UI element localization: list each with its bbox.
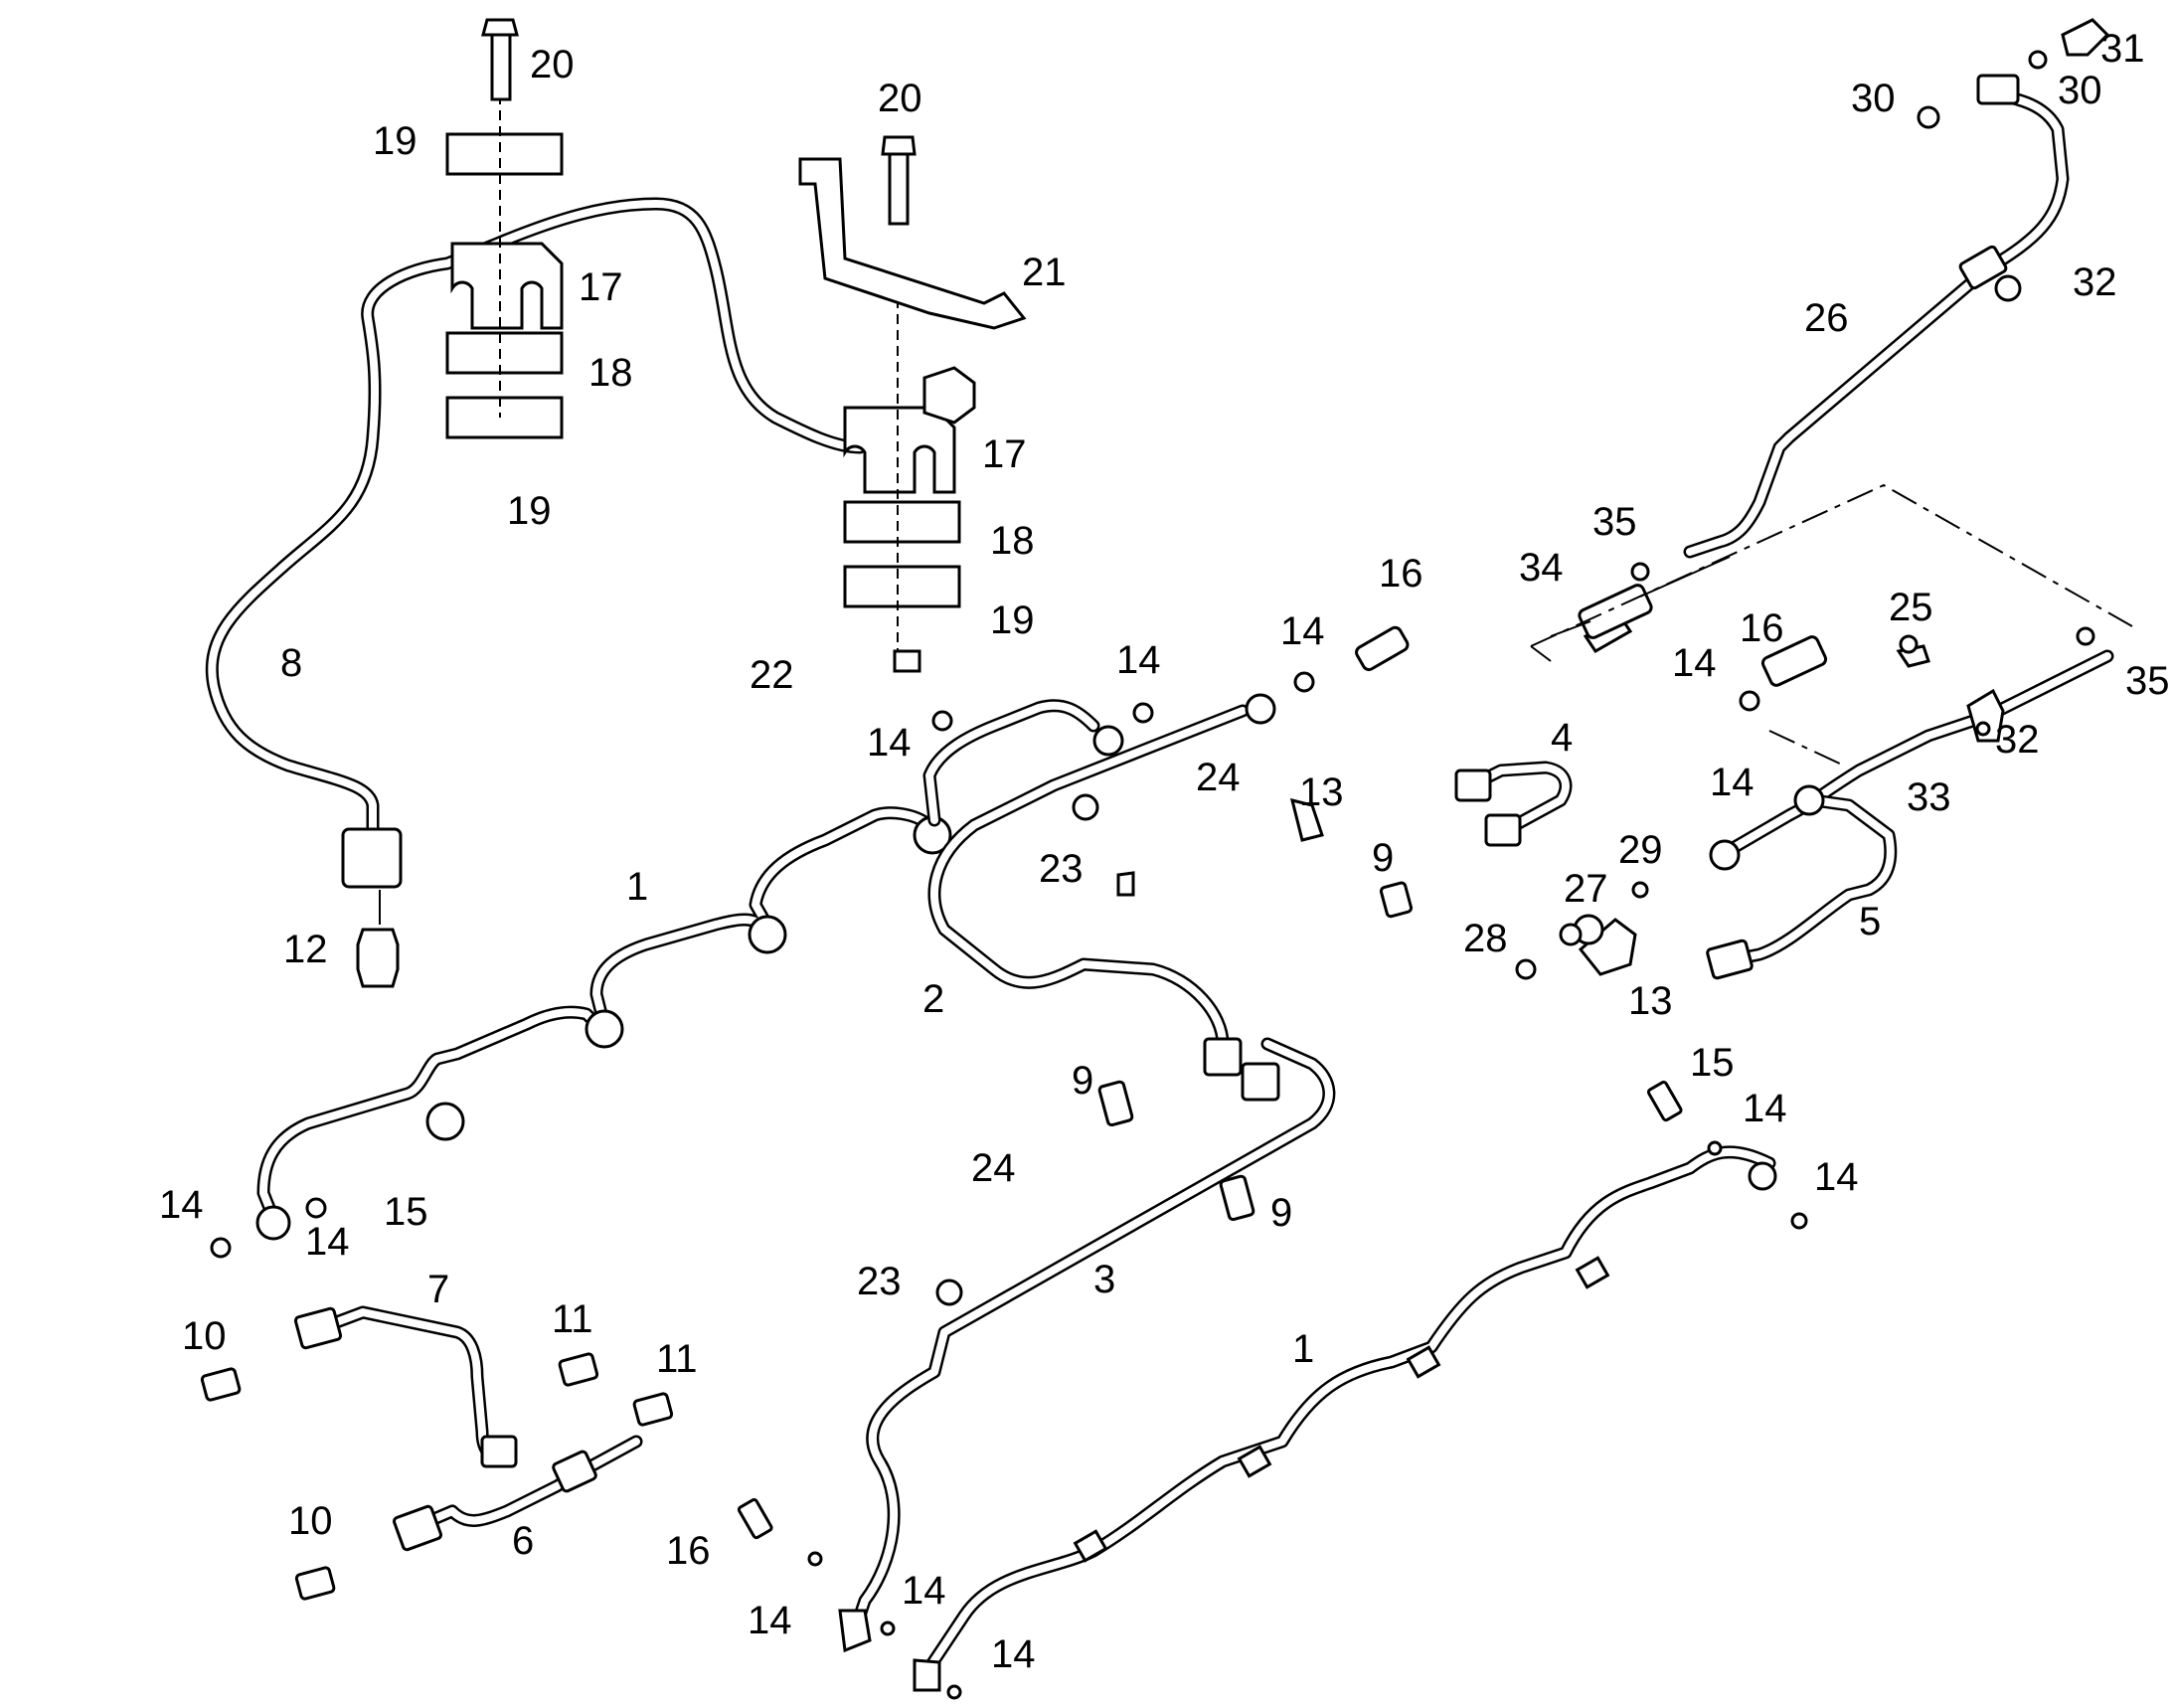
callout-7-1: 7 xyxy=(427,1268,449,1311)
callout-14-4: 14 xyxy=(1116,638,1161,682)
callout-24-1: 24 xyxy=(1196,756,1241,799)
pipe-5 xyxy=(1706,784,1898,980)
callout-14-6: 14 xyxy=(1672,641,1717,685)
callout-9-2: 9 xyxy=(1270,1191,1292,1235)
pipe-3 xyxy=(838,1037,1336,1653)
callout-22-1: 22 xyxy=(750,653,794,697)
callout-6-1: 6 xyxy=(512,1519,534,1563)
callout-19-2: 19 xyxy=(507,489,552,533)
pipe-33 xyxy=(1709,644,2114,871)
callout-17-1: 17 xyxy=(579,265,623,309)
callout-14-10: 14 xyxy=(748,1599,792,1642)
pipe-6 xyxy=(393,1435,643,1552)
pipe-4 xyxy=(1454,761,1573,847)
pipe-1-upper xyxy=(255,806,952,1241)
callout-31-1: 31 xyxy=(2100,27,2145,71)
callout-13-2: 13 xyxy=(1628,979,1673,1023)
callout-11-2: 11 xyxy=(656,1337,698,1381)
pipe-26 xyxy=(1683,18,2110,559)
callout-labels: 1123456789991010111112131314141414141414… xyxy=(159,27,2170,1676)
callout-27-1: 27 xyxy=(1564,867,1608,911)
callout-1-2: 1 xyxy=(1292,1327,1314,1371)
callout-2-1: 2 xyxy=(922,977,944,1021)
callout-11-1: 11 xyxy=(552,1297,593,1341)
callout-23-1: 23 xyxy=(1039,847,1084,891)
callout-32-1: 32 xyxy=(2073,260,2117,304)
pipe-7 xyxy=(293,1305,518,1468)
callout-9-1: 9 xyxy=(1072,1059,1093,1103)
callout-16-2: 16 xyxy=(1740,606,1784,650)
pipe-8 xyxy=(205,197,867,988)
callout-33-1: 33 xyxy=(1907,775,1951,819)
callout-35-2: 35 xyxy=(2125,659,2170,703)
callout-14-3: 14 xyxy=(867,721,912,765)
callout-16-1: 16 xyxy=(1379,552,1423,596)
callout-28-1: 28 xyxy=(1463,917,1508,960)
pipe-2 xyxy=(927,693,1276,1077)
clamp-17-left xyxy=(445,18,564,439)
callout-14-12: 14 xyxy=(991,1632,1036,1676)
callout-32-2: 32 xyxy=(1995,718,2040,762)
clamp-17-middle xyxy=(798,135,1027,673)
callout-10-1: 10 xyxy=(182,1314,227,1358)
callout-14-2: 14 xyxy=(305,1220,350,1264)
callout-14-5: 14 xyxy=(1280,609,1325,653)
callout-26-1: 26 xyxy=(1804,296,1849,340)
callout-14-1: 14 xyxy=(159,1183,204,1227)
reference-outline xyxy=(1530,483,2133,767)
callout-9-3: 9 xyxy=(1372,836,1394,880)
callout-34-1: 34 xyxy=(1519,546,1564,590)
callout-25-1: 25 xyxy=(1889,586,1933,629)
callout-21-1: 21 xyxy=(1022,251,1067,294)
callout-19-3: 19 xyxy=(990,598,1035,642)
fittings xyxy=(200,562,2095,1700)
callout-14-8: 14 xyxy=(1743,1087,1787,1130)
pipe-1-lower xyxy=(913,1145,1777,1692)
callout-23-2: 23 xyxy=(857,1260,902,1303)
callout-14-9: 14 xyxy=(1814,1155,1859,1199)
callout-19-1: 19 xyxy=(373,119,418,163)
callout-15-2: 15 xyxy=(1690,1041,1735,1085)
callout-30-2: 30 xyxy=(2058,69,2102,112)
callout-14-11: 14 xyxy=(902,1569,946,1613)
callout-1-1: 1 xyxy=(626,865,648,909)
callout-4-1: 4 xyxy=(1551,716,1573,760)
callout-3-1: 3 xyxy=(1093,1258,1115,1301)
callout-10-2: 10 xyxy=(288,1499,333,1543)
callout-35-1: 35 xyxy=(1592,500,1637,544)
callout-16-3: 16 xyxy=(666,1529,711,1573)
callout-17-2: 17 xyxy=(982,432,1027,476)
callout-15-1: 15 xyxy=(384,1190,428,1234)
callout-5-1: 5 xyxy=(1859,900,1881,943)
callout-29-1: 29 xyxy=(1618,828,1663,872)
callout-14-7: 14 xyxy=(1710,761,1755,804)
callout-20-1: 20 xyxy=(530,43,575,86)
callout-20-2: 20 xyxy=(878,77,922,120)
callout-12-1: 12 xyxy=(283,928,328,971)
pipe-1-upper-loop xyxy=(922,699,1124,827)
callout-24-2: 24 xyxy=(971,1146,1016,1190)
callout-18-1: 18 xyxy=(588,351,633,395)
callout-18-2: 18 xyxy=(990,519,1035,563)
callout-30-1: 30 xyxy=(1851,77,1896,120)
callout-8-1: 8 xyxy=(280,641,302,685)
callout-13-1: 13 xyxy=(1299,770,1344,814)
